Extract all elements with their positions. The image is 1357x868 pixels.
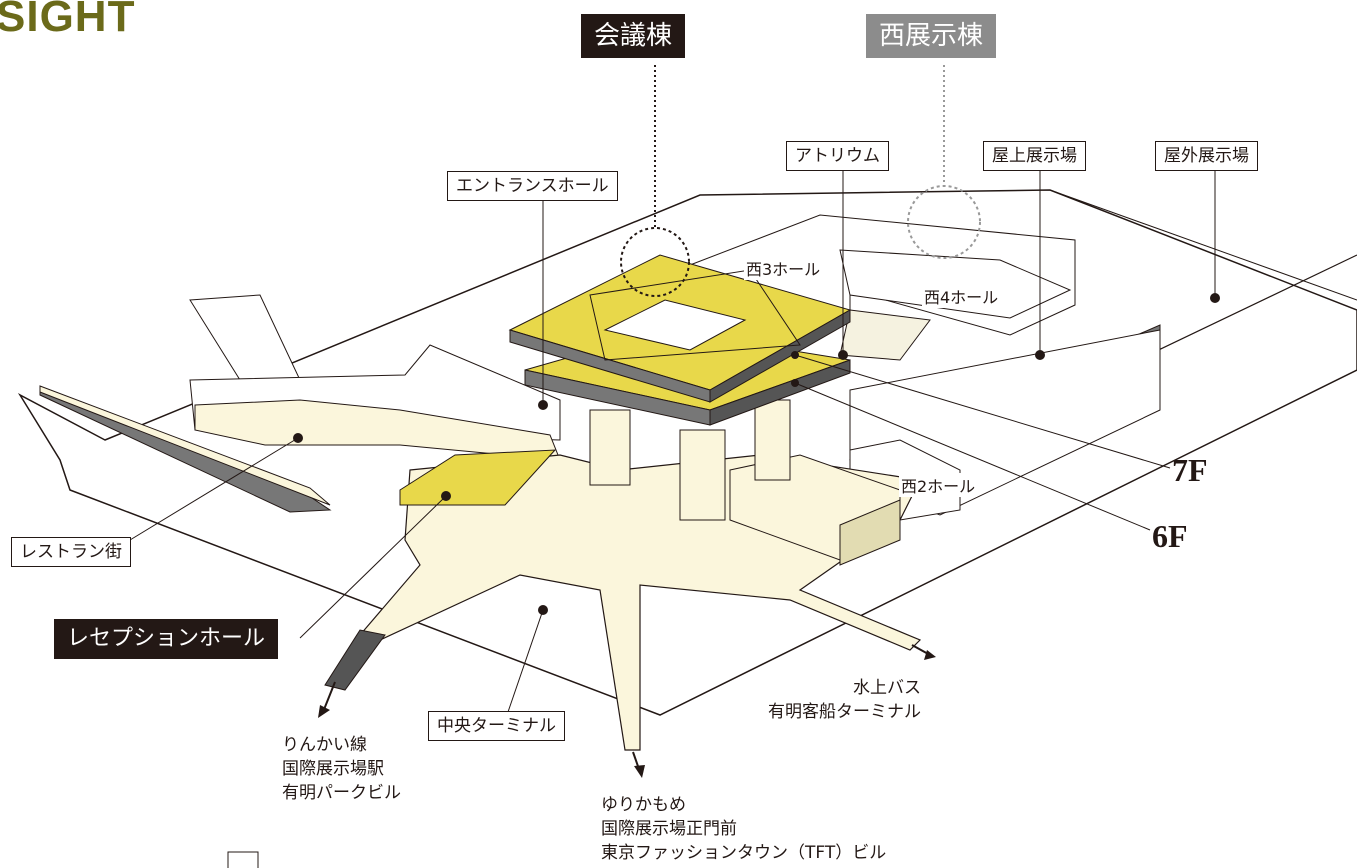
brand-title: SIGHT <box>0 0 136 41</box>
floor-6f-edge-right <box>709 359 851 426</box>
rinkai-stairs <box>324 629 386 691</box>
conference-building-label: 会議棟 <box>581 14 686 58</box>
conference-marker <box>620 227 690 297</box>
atrium-label: アトリウム <box>786 141 889 171</box>
tower-leg-right <box>754 399 791 481</box>
entrance-dot <box>538 400 548 410</box>
rinkai-arrowhead <box>318 705 330 718</box>
floor-7f-label: 7F <box>1172 452 1208 488</box>
yurikamome-arrowhead <box>634 765 645 778</box>
waterbus-arrowhead <box>924 650 936 660</box>
atrium-dot <box>838 350 848 360</box>
floor-6f-label: 6F <box>1152 518 1188 554</box>
rinkai-destination: りんかい線 国際展示場駅 有明パークビル <box>282 735 401 803</box>
waterbus-destination: 水上バス 有明客船ターミナル <box>768 678 921 722</box>
tower-leg-left <box>589 409 631 486</box>
west3-hall-label: 西3ホール <box>744 256 823 280</box>
atrium-block <box>839 309 931 361</box>
yurikamome-destination: ゆりかもめ 国際展示場正門前 東京ファッションタウン（TFT）ビル <box>601 795 887 863</box>
f6-leader <box>794 382 1151 531</box>
restaurant-dot <box>293 433 303 443</box>
west2-hall-label: 西2ホール <box>899 473 978 497</box>
restaurant-leader <box>129 437 299 541</box>
ground-platform <box>17 189 1357 716</box>
entrance-hall-label: エントランスホール <box>447 171 618 201</box>
f6-dot <box>791 379 799 387</box>
reception-leader <box>299 495 447 639</box>
f7-leader <box>794 354 1171 469</box>
f7-dot <box>791 351 799 359</box>
left-walkway-top <box>39 385 331 506</box>
west-exhibition-label: 西展示棟 <box>866 14 997 58</box>
west4-hall-label: 西4ホール <box>922 284 1001 308</box>
reception-dot <box>441 491 451 501</box>
outdoor-dot <box>1210 293 1220 303</box>
rooftop-dot <box>1035 350 1045 360</box>
right-low-building-side <box>839 499 901 566</box>
terminal-dot <box>538 605 548 615</box>
restaurant-roof <box>189 294 301 381</box>
floor-7f-opening <box>603 299 747 351</box>
rinkai-arrow <box>322 681 336 713</box>
tower-leg-center <box>679 429 726 521</box>
floor-7f-edge-right <box>709 309 851 403</box>
central-terminal-label: 中央ターミナル <box>428 711 565 741</box>
restaurant-street-label: レストラン街 <box>11 537 131 567</box>
terminal-leader <box>507 609 544 713</box>
outdoor-exhibition-label: 屋外展示場 <box>1155 141 1258 171</box>
outdoor-edge-back <box>1049 189 1357 301</box>
reception-hall-block <box>399 449 557 506</box>
rooftop-exhibition-label: 屋上展示場 <box>983 141 1086 171</box>
reception-hall-label: レセプションホール <box>54 619 279 659</box>
floor-7f-ring <box>589 269 801 361</box>
legend-box <box>227 851 259 868</box>
